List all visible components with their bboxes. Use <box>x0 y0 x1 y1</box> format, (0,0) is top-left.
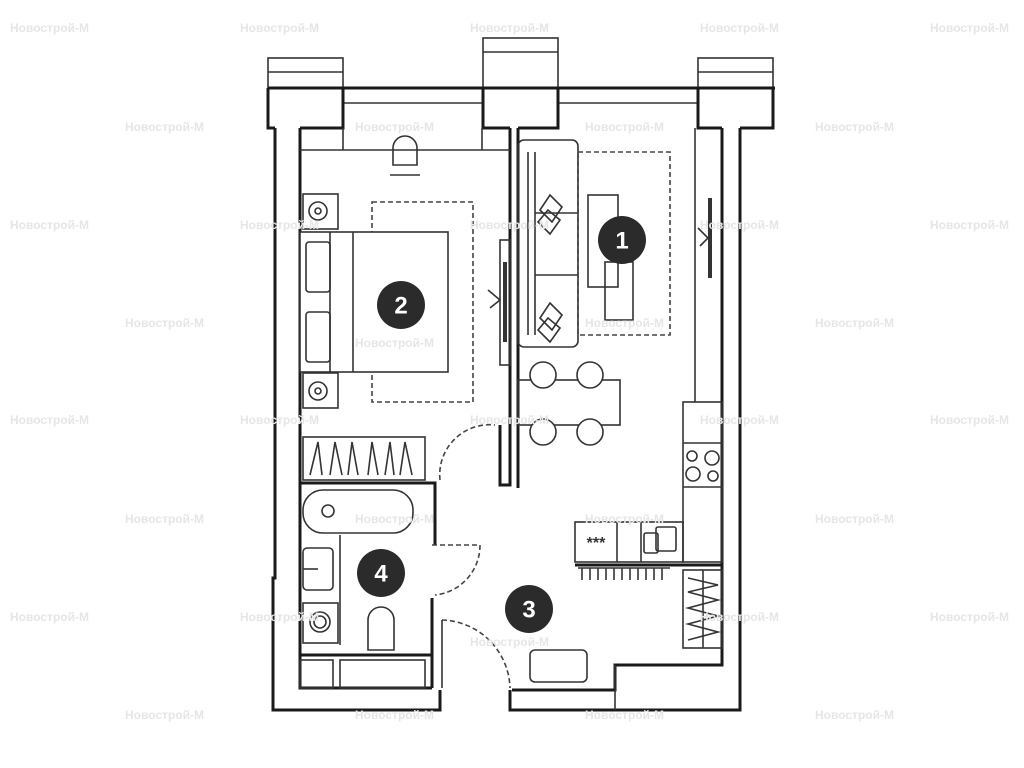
watermark-text: Новострой-М <box>815 512 894 526</box>
living-furniture <box>517 139 712 446</box>
watermark-text: Новострой-М <box>470 635 549 649</box>
watermark-text: Новострой-М <box>355 512 434 526</box>
watermark-text: Новострой-М <box>815 316 894 330</box>
watermark-text: Новострой-М <box>815 120 894 134</box>
watermark-text: Новострой-М <box>10 21 89 35</box>
watermark-text: Новострой-М <box>700 413 779 427</box>
storage-box <box>299 659 334 689</box>
watermark-text: Новострой-М <box>930 21 1009 35</box>
watermark-text: Новострой-М <box>125 512 204 526</box>
room-1-marker <box>598 216 646 264</box>
washing-machine <box>302 602 339 644</box>
watermark-text: Новострой-М <box>930 413 1009 427</box>
watermark-text: Новострой-М <box>930 610 1009 624</box>
watermark-text: Новострой-М <box>125 316 204 330</box>
room-3-marker <box>505 585 553 633</box>
bathtub <box>302 489 414 534</box>
watermark-text: Новострой-М <box>240 21 319 35</box>
watermark-text: Новострой-М <box>700 21 779 35</box>
watermark-text: Новострой-М <box>585 512 664 526</box>
storage-box <box>339 659 426 689</box>
watermark-text: Новострой-М <box>125 708 204 722</box>
watermark-text: Новострой-М <box>240 610 319 624</box>
watermark-text: Новострой-М <box>585 708 664 722</box>
toilet <box>367 606 395 651</box>
watermark-text: Новострой-М <box>470 413 549 427</box>
watermark-text: Новострой-М <box>585 316 664 330</box>
watermark-text: Новострой-М <box>815 708 894 722</box>
watermark-text: Новострой-М <box>470 21 549 35</box>
watermark-text: Новострой-М <box>240 218 319 232</box>
watermark-text: Новострой-М <box>700 218 779 232</box>
watermark-text: Новострой-М <box>355 336 434 350</box>
watermark-text: Новострой-М <box>10 218 89 232</box>
rug <box>577 151 671 336</box>
nightstand <box>302 372 339 409</box>
room-2-marker <box>377 281 425 329</box>
watermark-text: Новострой-М <box>10 413 89 427</box>
watermark-layer: Новострой-М Новострой-М Новострой-М Новостр… <box>10 21 1009 722</box>
watermark-text: Новострой-М <box>355 708 434 722</box>
room-4-number: 4 <box>374 561 388 588</box>
nightstand <box>302 193 339 230</box>
kitchen: *** <box>529 401 723 683</box>
rug <box>371 201 474 403</box>
sink <box>643 532 659 554</box>
watermark-text: Новострой-М <box>355 120 434 134</box>
bed <box>299 231 449 373</box>
sofa <box>517 139 579 348</box>
wardrobe <box>302 436 426 481</box>
dining-table <box>517 379 621 426</box>
watermark-text: Новострой-М <box>470 218 549 232</box>
bench <box>529 649 588 683</box>
watermark-text: Новострой-М <box>585 120 664 134</box>
room-4-marker <box>357 549 405 597</box>
watermark-text: Новострой-М <box>10 610 89 624</box>
bathroom-fixtures <box>299 489 426 689</box>
hob-label: *** <box>587 535 606 552</box>
room-markers: 1 2 3 4 <box>357 216 646 633</box>
watermark-text: Новострой-М <box>125 120 204 134</box>
watermark-text: Новострой-М <box>240 413 319 427</box>
desk-chair <box>390 135 420 176</box>
counter <box>682 401 723 563</box>
watermark-text: Новострой-М <box>700 610 779 624</box>
room-3-number: 3 <box>522 597 535 624</box>
watermark-text: Новострой-М <box>930 218 1009 232</box>
room-1-number: 1 <box>615 228 628 255</box>
doors <box>432 423 511 689</box>
room-2-number: 2 <box>394 293 407 320</box>
